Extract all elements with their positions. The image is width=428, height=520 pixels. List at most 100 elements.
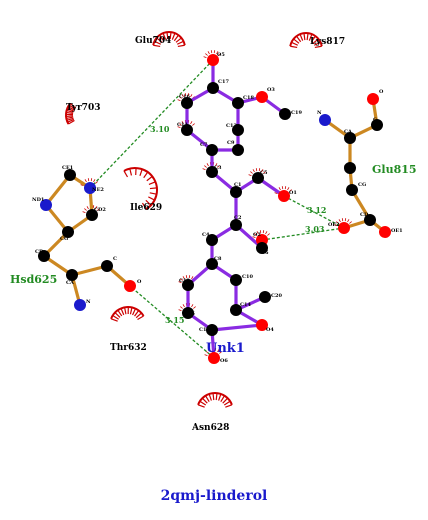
hydrophobic-spoke [220,395,225,402]
atom-label: O6 [220,358,228,364]
hydrophobic-spoke [299,33,304,41]
hydrophobic-spoke [66,111,74,115]
contact-hatch [204,354,208,356]
atom-label: C10 [242,274,253,280]
hydrophobic-arc [197,392,233,406]
atom-label: NE2 [92,187,104,193]
contact-hatch [187,93,190,97]
hydrophobic-residue-label: Thr632 [110,343,147,353]
atom-lig-c5 [252,172,264,184]
contact-hatch [274,192,278,194]
contact-hatch [180,278,183,281]
atom-label: C3 [214,165,222,171]
atom-label: O2 [253,232,261,238]
contact-hatch [250,171,253,174]
ligand-name: Unk1 [206,341,245,356]
contact-hatch [252,236,256,238]
contact-hatch [206,163,209,167]
hydrophobic-spoke [293,38,300,44]
contact-hatch [179,123,182,126]
contact-hatch [334,224,338,226]
hydrophobic-arc [123,167,158,210]
contact-hatch [289,189,292,192]
hydrophobic-spoke [110,318,118,322]
atom-label: ND1 [32,197,44,203]
bond [70,264,109,277]
hydrophobic-spoke [135,312,142,319]
atom-glu815-oe2 [338,222,350,234]
atom-lig-c12 [182,279,194,291]
atom-label: O3 [267,87,275,93]
atom-label: C1 [234,182,241,188]
hydrophobic-spoke [148,196,155,201]
contact-hatch [219,351,222,354]
atom-label: N [86,299,91,305]
atom-glu815-oe1 [379,226,391,238]
contact-hatch [344,218,347,222]
contact-hatch [203,56,207,58]
contact-hatch [255,168,258,172]
hydrophobic-arc [152,31,186,46]
hydrophobic-spoke [166,32,169,40]
atom-label: C18 [243,95,254,101]
atom-label: CD2 [94,207,106,213]
atom-label: CE1 [62,165,73,171]
contact-hatch [179,96,182,99]
contact-hatch [182,304,185,308]
hydrophobic-spoke [132,308,137,316]
atom-lig-c1 [230,186,242,198]
atom-label: C4 [202,232,210,238]
atom-lig-c7 [206,144,218,156]
hydrophobic-spoke [218,393,222,401]
contact-hatch [177,126,181,128]
contact-hatch [90,178,93,182]
atom-label: CG [60,236,68,242]
contact-hatch [217,349,220,353]
atom-label: C [113,256,117,262]
hydrophobic-spoke [66,117,74,121]
contact-hatch [287,187,290,191]
contact-hatch [262,230,265,234]
contact-hatch [84,208,87,211]
hydrophobic-contact-asn628: Asn628 [191,392,233,433]
atom-label: C9 [227,140,235,146]
atom-label: C20 [271,293,282,299]
hydrophobic-residue-label: Glu704 [135,36,171,46]
contact-hatch [177,99,181,101]
contact-hatch [185,275,188,279]
atom-lig-c16 [181,97,193,109]
hydrophobic-spoke [176,40,184,45]
contact-hatch [207,51,210,55]
atom-lig-c17 [207,82,219,94]
contact-hatch [256,231,259,235]
contact-hatch [180,306,183,309]
contact-hatch [336,221,339,224]
atom-label: OE2 [328,222,340,228]
atom-hsd625-c [101,260,113,272]
contact-hatch [205,53,208,56]
atom-label: O [137,279,142,285]
atom-lig-c10 [230,274,242,286]
hydrophobic-spoke [67,106,75,111]
contact-hatch [181,121,184,125]
hydrophobic-spoke [306,33,309,41]
hydrophobic-spoke [215,393,218,401]
hydrophobic-spoke [212,393,215,401]
hydrophobic-spoke [177,44,185,48]
hydrophobic-spoke [171,32,176,40]
atom-glu815-n [319,114,331,126]
hydrophobic-spoke [314,45,322,49]
hydrophobic-spoke [208,393,212,401]
contact-hatch [178,281,182,283]
atom-label: O4 [266,327,274,333]
atom-label: O [379,89,384,95]
hydrophobic-spoke [146,175,153,182]
contact-hatch [95,206,98,210]
hydrophobic-spoke [114,312,121,318]
atom-lig-c13 [232,124,244,136]
contact-hatch [80,184,84,186]
hydrophobic-spoke [308,33,313,41]
atom-glu815-ca [344,132,356,144]
contact-hatch [252,169,255,173]
